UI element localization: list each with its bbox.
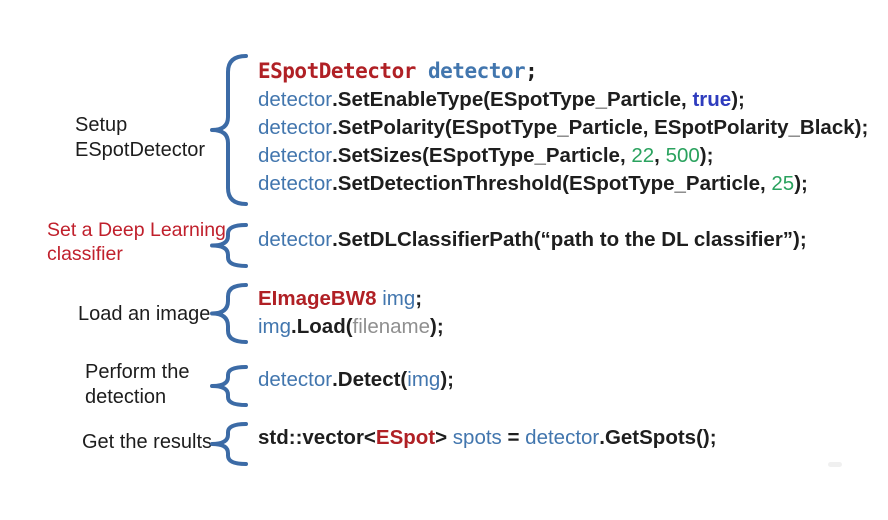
code-token: = bbox=[501, 426, 526, 449]
code-token: true bbox=[692, 88, 732, 111]
code-token: ; bbox=[525, 59, 538, 83]
code-token: detector bbox=[258, 228, 333, 251]
section-label-results: Get the results bbox=[82, 430, 212, 455]
watermark-smudge bbox=[828, 462, 842, 467]
brace-icon bbox=[210, 365, 248, 407]
brace-icon bbox=[210, 54, 248, 206]
code-token: , bbox=[654, 144, 666, 167]
code-line: ESpotDetector detector; bbox=[258, 56, 868, 86]
code-line: detector.SetDetectionThreshold(ESpotType… bbox=[258, 170, 868, 198]
code-token: filename bbox=[352, 315, 431, 338]
label-line: classifier bbox=[47, 243, 123, 265]
code-line: detector.Detect(img); bbox=[258, 366, 454, 394]
brace-icon bbox=[210, 283, 248, 344]
code-token: detector bbox=[258, 144, 333, 167]
brace-icon bbox=[210, 422, 248, 466]
code-token: 25 bbox=[771, 172, 795, 195]
code-block-load-image: EImageBW8 img;img.Load(filename); bbox=[258, 285, 444, 341]
code-token: .SetDLClassifierPath(“path to the DL cla… bbox=[332, 228, 807, 251]
code-token: ESpot bbox=[375, 426, 436, 449]
section-label-detect: Perform the detection bbox=[85, 360, 189, 410]
code-block-results: std::vector<ESpot> spots = detector.GetS… bbox=[258, 424, 717, 452]
code-token: .GetSpots(); bbox=[599, 426, 717, 449]
code-token: ; bbox=[415, 287, 423, 310]
label-line: Get the results bbox=[82, 431, 213, 453]
code-block-detect: detector.Detect(img); bbox=[258, 366, 454, 394]
code-line: EImageBW8 img; bbox=[258, 285, 444, 313]
code-token: .SetPolarity(ESpotType_Particle, ESpotPo… bbox=[332, 116, 869, 139]
code-token: detector bbox=[258, 368, 333, 391]
code-token: 500 bbox=[665, 144, 700, 167]
code-line: detector.SetPolarity(ESpotType_Particle,… bbox=[258, 114, 868, 142]
code-token: .SetEnableType(ESpotType_Particle, bbox=[332, 88, 693, 111]
code-token: .Load( bbox=[291, 315, 353, 338]
code-token: img bbox=[407, 368, 441, 391]
label-line: detection bbox=[85, 386, 167, 408]
code-line: std::vector<ESpot> spots = detector.GetS… bbox=[258, 424, 717, 452]
code-token: 22 bbox=[631, 144, 655, 167]
code-line: img.Load(filename); bbox=[258, 313, 444, 341]
code-token: spots bbox=[452, 426, 502, 449]
code-token: ); bbox=[794, 172, 808, 195]
label-line: ESpotDetector bbox=[75, 139, 206, 161]
code-token: > bbox=[435, 426, 453, 449]
code-token: ); bbox=[430, 315, 444, 338]
code-token: detector bbox=[258, 116, 333, 139]
code-token: .SetDetectionThreshold(ESpotType_Particl… bbox=[332, 172, 772, 195]
brace-icon bbox=[210, 223, 248, 268]
label-line: Perform the bbox=[85, 361, 190, 383]
code-token: std::vector< bbox=[258, 426, 376, 449]
label-line: Set a Deep Learning bbox=[47, 219, 226, 241]
code-token: detector bbox=[258, 172, 333, 195]
label-line: Setup bbox=[75, 114, 128, 136]
code-token: EImageBW8 bbox=[258, 287, 377, 310]
label-line: Load an image bbox=[78, 303, 211, 325]
code-token: ); bbox=[699, 144, 714, 167]
code-token: detector bbox=[428, 59, 526, 83]
code-token: .Detect( bbox=[332, 368, 408, 391]
code-line: detector.SetDLClassifierPath(“path to th… bbox=[258, 226, 807, 254]
code-line: detector.SetEnableType(ESpotType_Particl… bbox=[258, 86, 868, 114]
code-token: img bbox=[258, 315, 292, 338]
code-block-setup: ESpotDetector detector;detector.SetEnabl… bbox=[258, 56, 868, 198]
code-line: detector.SetSizes(ESpotType_Particle, 22… bbox=[258, 142, 868, 170]
code-token: detector bbox=[525, 426, 600, 449]
code-token: ); bbox=[731, 88, 745, 111]
section-label-load-image: Load an image bbox=[78, 302, 210, 327]
code-token: img bbox=[382, 287, 416, 310]
code-token: detector bbox=[258, 88, 333, 111]
code-token: ); bbox=[440, 368, 454, 391]
code-block-dl-classifier: detector.SetDLClassifierPath(“path to th… bbox=[258, 226, 807, 254]
code-token: ESpotDetector bbox=[258, 59, 429, 83]
code-token: .SetSizes(ESpotType_Particle, bbox=[332, 144, 632, 167]
